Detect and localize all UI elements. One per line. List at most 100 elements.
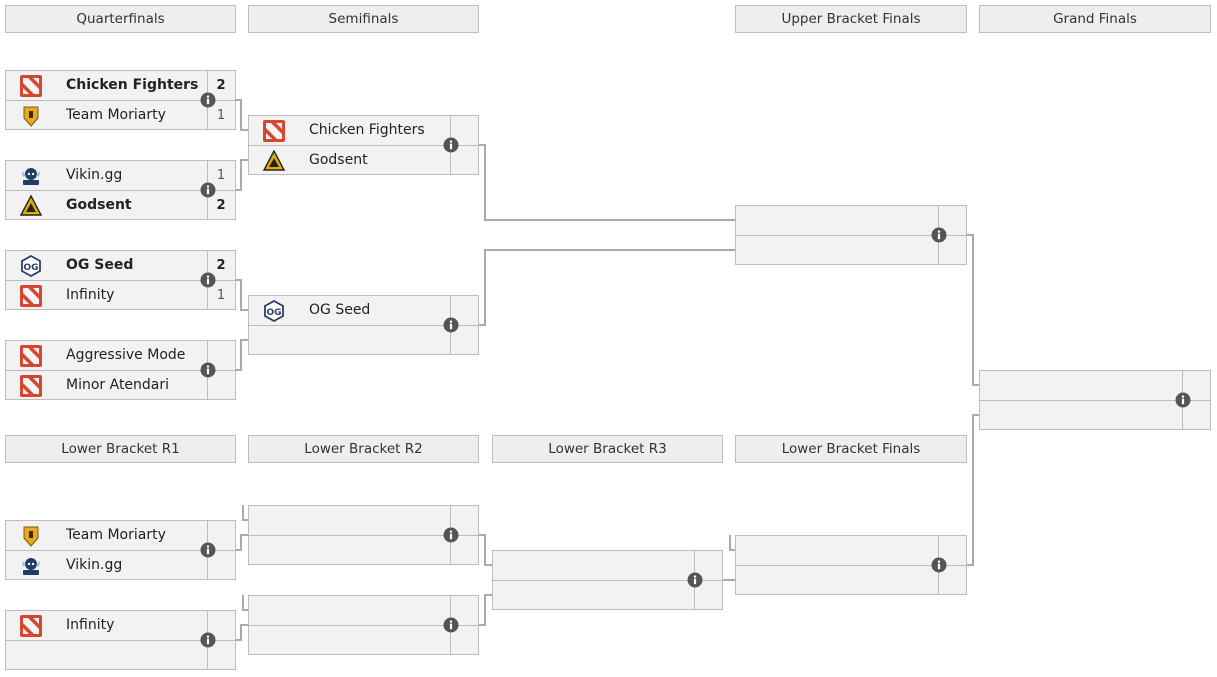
score-column bbox=[1175, 371, 1210, 429]
team-name: Chicken Fighters bbox=[66, 77, 199, 93]
team-slot[interactable]: Godsent bbox=[6, 190, 235, 220]
team-slot[interactable]: Chicken Fighters bbox=[249, 116, 450, 145]
info-icon[interactable] bbox=[200, 362, 216, 378]
score-column bbox=[443, 296, 478, 354]
info-icon[interactable] bbox=[200, 272, 216, 288]
team-slot[interactable] bbox=[736, 235, 966, 265]
team-name: Godsent bbox=[66, 197, 132, 213]
og-logo-icon: OG bbox=[20, 254, 42, 278]
team-slot[interactable] bbox=[249, 535, 478, 565]
match-lb3[interactable] bbox=[492, 550, 723, 610]
header-lower-bracket-r2: Lower Bracket R2 bbox=[248, 435, 479, 463]
dota-logo-icon bbox=[20, 75, 42, 97]
team-name: Infinity bbox=[66, 617, 115, 633]
vikin-logo-icon bbox=[20, 165, 42, 187]
team-slot[interactable]: Chicken Fighters bbox=[6, 71, 207, 100]
dota-logo-icon bbox=[20, 615, 42, 637]
info-icon[interactable] bbox=[931, 227, 947, 243]
score-column bbox=[443, 506, 478, 564]
svg-text:OG: OG bbox=[266, 308, 281, 318]
team-score: 1 bbox=[216, 168, 226, 183]
team-slot[interactable] bbox=[249, 325, 478, 355]
info-icon[interactable] bbox=[931, 557, 947, 573]
team-slot[interactable]: Godsent bbox=[249, 145, 478, 175]
godsent-logo-icon bbox=[19, 194, 43, 217]
info-icon[interactable] bbox=[200, 182, 216, 198]
team-name: Vikin.gg bbox=[66, 557, 123, 573]
team-slot[interactable]: Minor Atendari bbox=[6, 370, 235, 400]
team-name: Infinity bbox=[66, 287, 115, 303]
team-name: Minor Atendari bbox=[66, 377, 170, 393]
team-slot[interactable]: Vikin.gg bbox=[6, 550, 235, 580]
team-slot[interactable] bbox=[736, 565, 966, 595]
team-slot[interactable] bbox=[249, 596, 450, 625]
team-slot[interactable]: Infinity bbox=[6, 280, 235, 310]
team-slot[interactable]: Aggressive Mode bbox=[6, 341, 207, 370]
godsent-logo-icon bbox=[262, 149, 286, 172]
header-lower-bracket-r3: Lower Bracket R3 bbox=[492, 435, 723, 463]
team-name: Team Moriarty bbox=[66, 527, 166, 543]
match-lbf[interactable] bbox=[735, 535, 967, 595]
dota-logo-icon bbox=[263, 120, 285, 142]
match-lb1b[interactable]: Infinity bbox=[5, 610, 236, 670]
match-gf[interactable] bbox=[979, 370, 1211, 430]
team-slot[interactable] bbox=[493, 580, 722, 610]
score-column bbox=[931, 536, 966, 594]
header-grand-finals: Grand Finals bbox=[979, 5, 1211, 33]
header-lower-bracket-r1: Lower Bracket R1 bbox=[5, 435, 236, 463]
info-icon[interactable] bbox=[200, 92, 216, 108]
team-slot[interactable] bbox=[249, 506, 450, 535]
team-slot[interactable]: Team Moriarty bbox=[6, 100, 235, 130]
dota-logo-icon bbox=[20, 285, 42, 307]
score-column bbox=[200, 341, 235, 399]
team-slot[interactable] bbox=[736, 536, 938, 565]
info-icon[interactable] bbox=[443, 317, 459, 333]
info-icon[interactable] bbox=[443, 527, 459, 543]
header-semifinals: Semifinals bbox=[248, 5, 479, 33]
vikin-logo-icon bbox=[20, 555, 42, 577]
team-score: 2 bbox=[216, 78, 226, 93]
score-column bbox=[931, 206, 966, 264]
score-column bbox=[443, 116, 478, 174]
info-icon[interactable] bbox=[687, 572, 703, 588]
team-name: Vikin.gg bbox=[66, 167, 123, 183]
team-name: Team Moriarty bbox=[66, 107, 166, 123]
header-lower-bracket-finals: Lower Bracket Finals bbox=[735, 435, 967, 463]
match-ubf[interactable] bbox=[735, 205, 967, 265]
team-score: 1 bbox=[216, 108, 226, 123]
info-icon[interactable] bbox=[443, 617, 459, 633]
info-icon[interactable] bbox=[443, 137, 459, 153]
team-slot[interactable] bbox=[980, 400, 1210, 430]
team-slot[interactable] bbox=[493, 551, 694, 580]
team-slot[interactable]: Vikin.gg bbox=[6, 161, 207, 190]
info-icon[interactable] bbox=[1175, 392, 1191, 408]
match-lb2a[interactable] bbox=[248, 505, 479, 565]
team-slot[interactable]: Infinity bbox=[6, 611, 207, 640]
team-score: 1 bbox=[216, 288, 226, 303]
og-logo-icon: OG bbox=[263, 299, 285, 323]
team-slot[interactable]: Team Moriarty bbox=[6, 521, 207, 550]
team-name: Chicken Fighters bbox=[309, 122, 425, 138]
team-slot[interactable] bbox=[6, 640, 235, 670]
info-icon[interactable] bbox=[200, 632, 216, 648]
team-slot[interactable] bbox=[736, 206, 938, 235]
svg-text:OG: OG bbox=[23, 263, 38, 273]
team-score: 2 bbox=[216, 198, 226, 213]
match-lb2b[interactable] bbox=[248, 595, 479, 655]
score-column bbox=[200, 521, 235, 579]
team-slot[interactable] bbox=[980, 371, 1182, 400]
info-icon[interactable] bbox=[200, 542, 216, 558]
team-slot[interactable] bbox=[249, 625, 478, 655]
header-quarterfinals: Quarterfinals bbox=[5, 5, 236, 33]
